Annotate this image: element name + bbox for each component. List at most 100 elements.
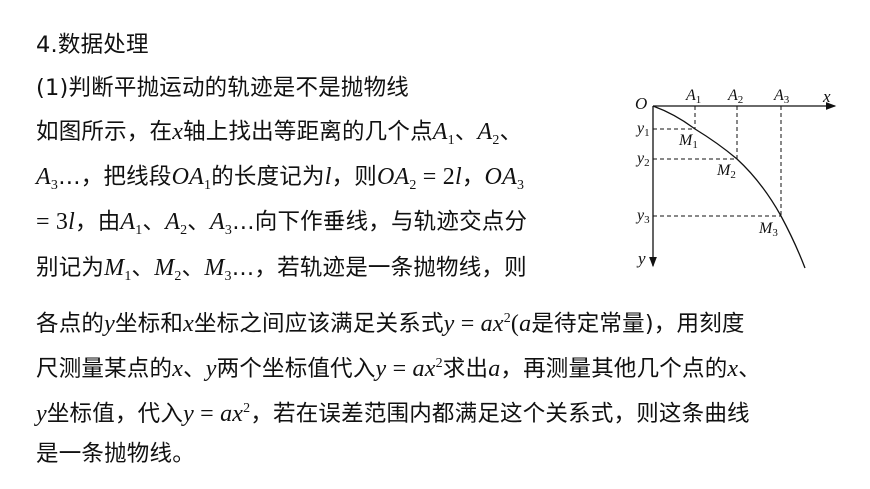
text: 别记为 xyxy=(36,255,105,281)
label-A1: A1 xyxy=(685,87,701,106)
trajectory-curve xyxy=(652,105,806,269)
equals: = xyxy=(454,311,481,337)
paragraph-line-1: 如图所示，在x轴上找出等距离的几个点A1、A2、 xyxy=(36,117,522,156)
subscript: 2 xyxy=(180,223,188,238)
text: 轴上找出等距离的几个点 xyxy=(183,119,433,145)
text: 、 xyxy=(142,209,166,235)
superscript: 2 xyxy=(243,401,251,416)
label-y2: y2 xyxy=(635,150,650,169)
label-M2: M2 xyxy=(716,162,736,181)
subscript: 1 xyxy=(204,178,212,193)
var-A2: A xyxy=(477,119,493,145)
var-ax: ax xyxy=(412,356,436,382)
text: 如图所示，在 xyxy=(36,119,173,145)
equals: = xyxy=(386,356,413,382)
section-title: 4.数据处理 xyxy=(36,32,149,58)
var-A1: A xyxy=(432,119,448,145)
paragraph-line-3: = 3l，由A1、A2、A3…向下作垂线，与轨迹交点分 xyxy=(36,207,527,246)
text: ，由 xyxy=(75,209,121,235)
subscript: 3 xyxy=(50,178,59,193)
var-y: y xyxy=(36,401,47,427)
subscript: 1 xyxy=(124,269,132,284)
var-A1: A xyxy=(120,209,136,235)
text: 、 xyxy=(131,255,155,281)
var-OA2: OA xyxy=(377,164,410,190)
subscript: 3 xyxy=(224,269,232,284)
subscript: 2 xyxy=(174,269,182,284)
text: ，再测量其他几个点的 xyxy=(500,356,728,382)
paragraph-line-4: 别记为M1、M2、M3…，若轨迹是一条抛物线，则 xyxy=(36,253,527,292)
equation: = 3 xyxy=(36,209,69,235)
label-A3: A3 xyxy=(773,87,790,106)
var-ax: ax xyxy=(480,311,504,337)
var-A3: A xyxy=(209,209,225,235)
var-l: l xyxy=(454,164,462,190)
text: 是待定常量)，用刻度 xyxy=(531,311,745,337)
label-A2: A2 xyxy=(727,87,743,106)
text: 坐标之间应该满足关系式 xyxy=(193,311,444,337)
y-axis-label: y xyxy=(636,249,646,268)
subscript: 2 xyxy=(409,178,417,193)
var-x: x xyxy=(172,119,184,145)
var-y: y xyxy=(205,356,217,382)
subscript: 1 xyxy=(135,223,143,238)
var-x: x xyxy=(172,356,184,382)
subscript: 3 xyxy=(516,178,525,193)
text: 、 xyxy=(187,209,210,235)
var-M3: M xyxy=(204,255,225,281)
var-M1: M xyxy=(104,255,125,281)
text: 坐标和 xyxy=(114,311,184,337)
paragraph-line-2: A3…，把线段OA1的长度记为l，则OA2 = 2l，OA3 xyxy=(36,162,524,201)
text: 、 xyxy=(738,356,761,382)
var-OA3: OA xyxy=(484,164,517,190)
label-y3: y3 xyxy=(635,207,650,226)
var-y: y xyxy=(104,311,115,337)
text: …，把线段 xyxy=(58,164,172,190)
var-a: a xyxy=(488,356,501,382)
superscript: 2 xyxy=(503,311,511,326)
text: 、 xyxy=(454,119,478,145)
label-y1: y1 xyxy=(635,120,650,139)
text: 的长度记为 xyxy=(211,164,325,190)
subsection-title: (1)判断平抛运动的轨迹是不是抛物线 xyxy=(36,75,409,101)
text: ，则 xyxy=(331,164,377,190)
text: ，若在误差范围内都满足这个关系式，则这条曲线 xyxy=(250,401,750,427)
paragraph-line-7: y坐标值，代入y = ax2，若在误差范围内都满足这个关系式，则这条曲线 xyxy=(36,394,750,429)
var-OA1: OA xyxy=(171,164,204,190)
equation: = 2 xyxy=(416,164,455,190)
label-M3: M3 xyxy=(758,220,778,239)
var-x: x xyxy=(727,356,739,382)
superscript: 2 xyxy=(435,356,443,371)
text: 坐标值，代入 xyxy=(46,401,184,427)
subscript: 1 xyxy=(447,133,455,148)
text: 、 xyxy=(499,119,523,145)
var-y: y xyxy=(375,356,387,382)
paragraph-line-8: 是一条抛物线。 xyxy=(36,441,195,467)
var-y: y xyxy=(443,311,455,337)
var-l: l xyxy=(68,209,76,235)
text: ， xyxy=(461,164,485,190)
var-x: x xyxy=(183,311,194,337)
equals: = xyxy=(193,401,221,427)
var-M2: M xyxy=(154,255,175,281)
origin-label: O xyxy=(635,94,647,113)
var-A3: A xyxy=(36,164,51,190)
var-a: a xyxy=(519,311,532,337)
var-l: l xyxy=(324,164,332,190)
text: …向下作垂线，与轨迹交点分 xyxy=(232,209,528,235)
parabola-trajectory-diagram: O x y A1 A2 A3 y1 y2 y3 M1 M2 M3 xyxy=(635,87,837,269)
paragraph-line-5: 各点的y坐标和x坐标之间应该满足关系式y = ax2(a是待定常量)，用刻度 xyxy=(36,304,745,339)
text: 、 xyxy=(181,255,205,281)
text: 尺测量某点的 xyxy=(36,356,173,382)
subscript: 2 xyxy=(492,133,500,148)
text: 两个坐标值代入 xyxy=(216,356,376,382)
x-axis-label: x xyxy=(822,87,831,106)
dashed-guides xyxy=(653,106,782,217)
text: 求出 xyxy=(442,356,489,382)
var-A2: A xyxy=(165,209,181,235)
var-ax: ax xyxy=(220,401,244,427)
label-M1: M1 xyxy=(678,132,698,151)
text: 、 xyxy=(183,356,206,382)
text: 各点的 xyxy=(36,311,105,337)
subscript: 3 xyxy=(224,223,233,238)
